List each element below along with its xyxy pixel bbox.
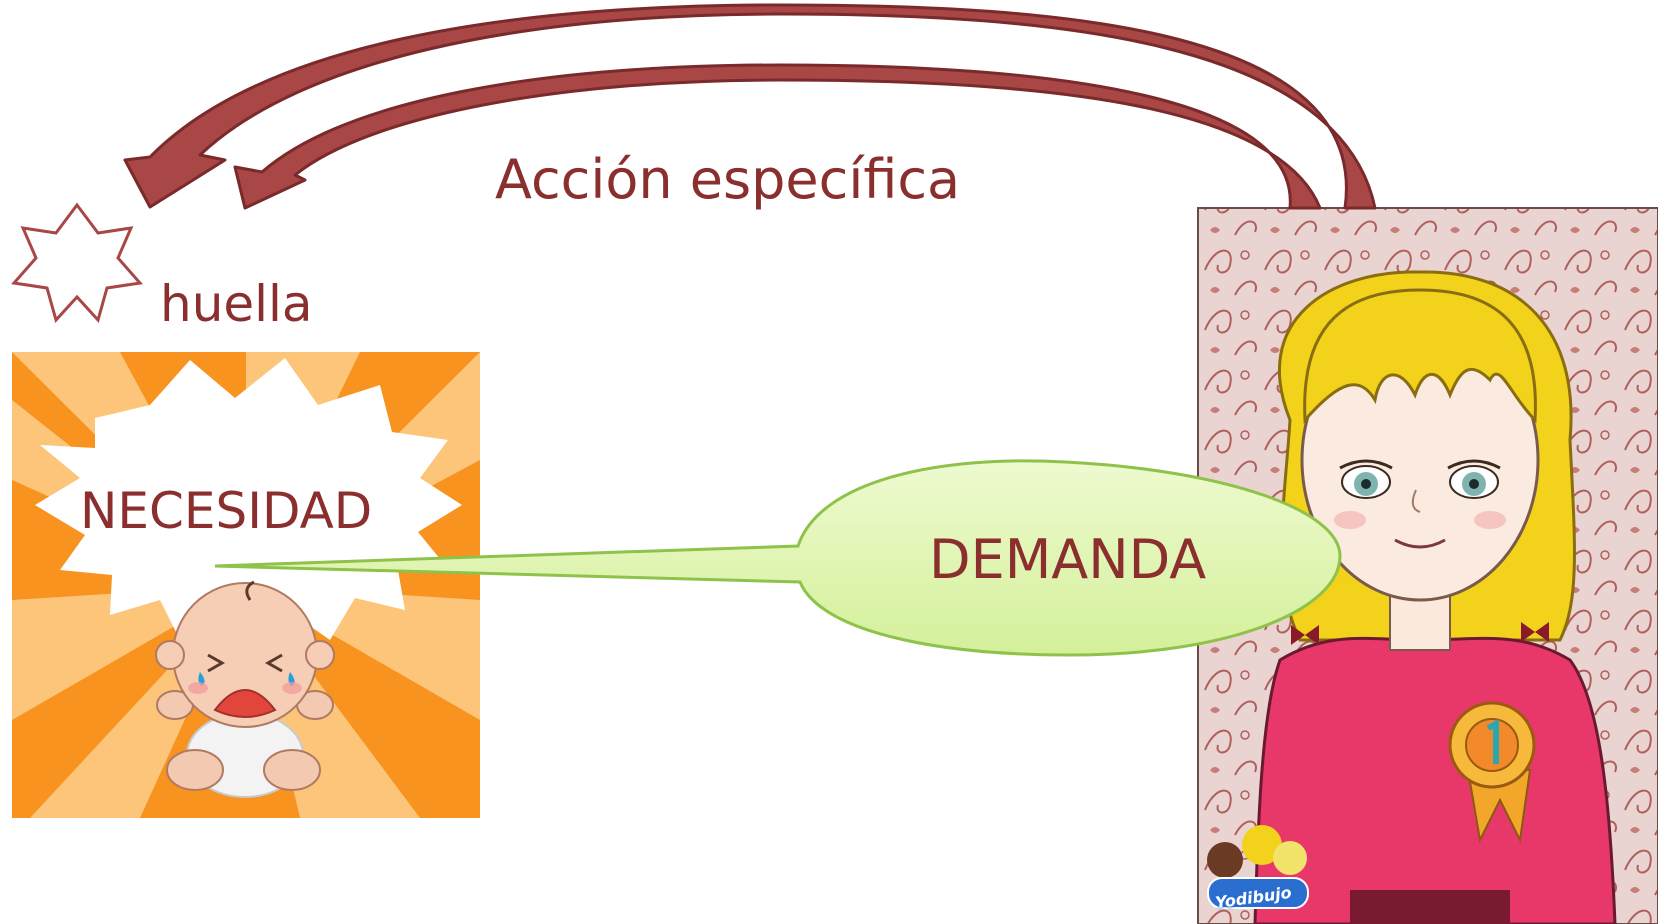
demand-bubble bbox=[214, 459, 1342, 657]
action-arrows bbox=[123, 3, 1377, 210]
need-label: NECESIDAD bbox=[80, 482, 373, 540]
outer-arrow bbox=[123, 3, 1377, 210]
caregiver-illustration bbox=[1197, 207, 1658, 924]
medal-icon bbox=[1448, 701, 1536, 844]
demand-label: DEMANDA bbox=[929, 528, 1207, 591]
yodibujo-logo bbox=[1207, 825, 1309, 909]
baby-icon bbox=[155, 580, 335, 798]
need-panel bbox=[12, 352, 480, 818]
star-icon bbox=[11, 202, 143, 324]
burst-bubble bbox=[35, 358, 462, 650]
action-label: Acción específica bbox=[495, 148, 961, 211]
inner-arrow bbox=[233, 63, 1322, 210]
trace-label: huella bbox=[160, 275, 313, 333]
